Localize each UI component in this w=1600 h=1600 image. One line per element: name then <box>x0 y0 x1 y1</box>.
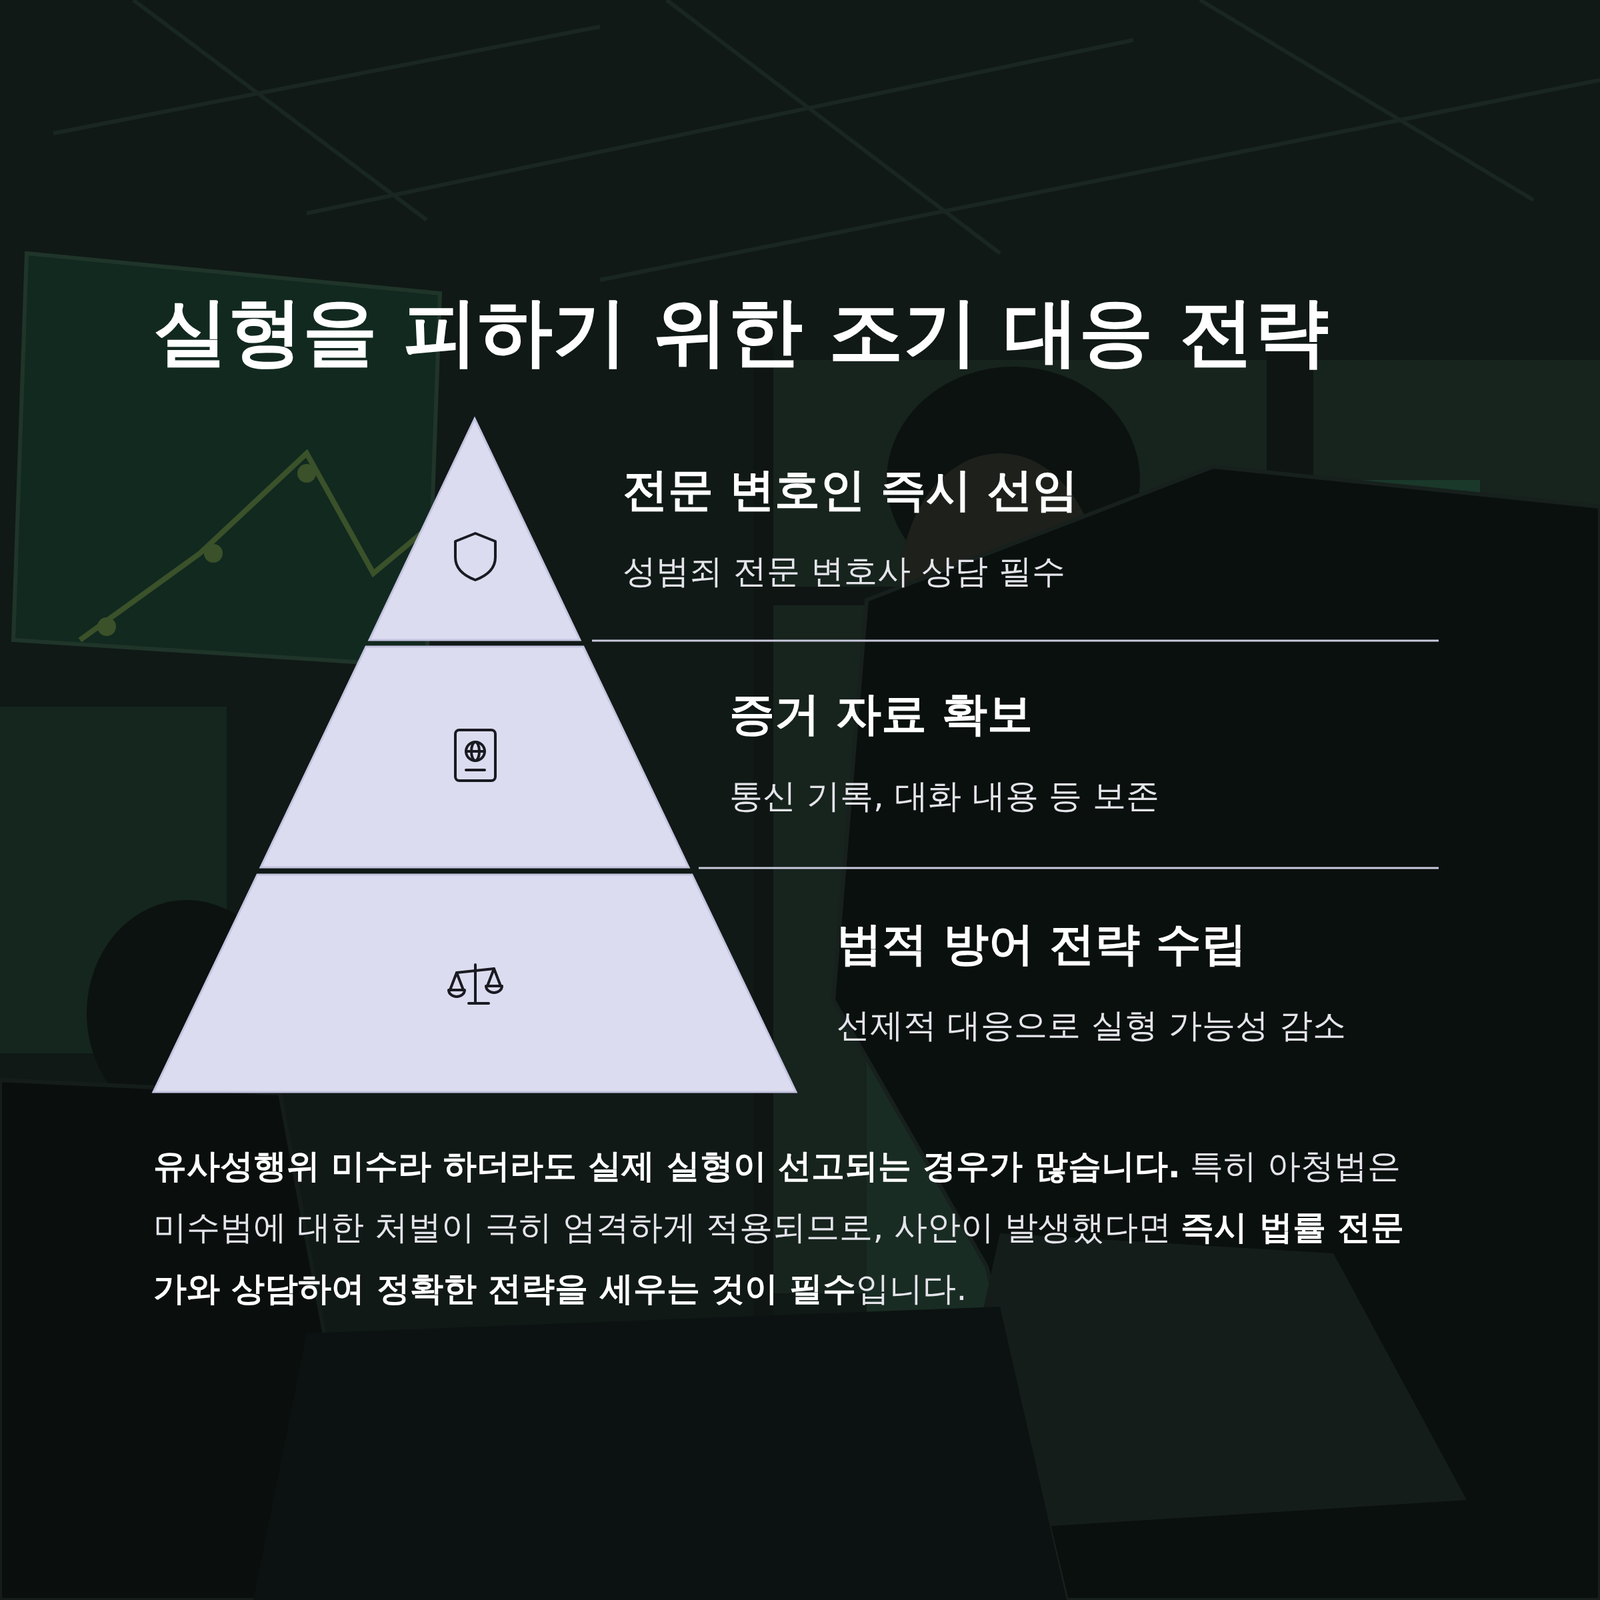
title: 실형을 피하기 위한 조기 대응 전략 <box>153 286 1329 376</box>
paragraph-text: 입니다. <box>856 1269 967 1308</box>
pyramid-tier: 전문 변호인 즉시 선임성범죄 전문 변호사 상담 필수 <box>369 418 1447 640</box>
emphasis-text: 유사성행위 미수라 하더라도 실제 실형이 선고되는 경우가 많습니다. <box>153 1146 1181 1186</box>
body-paragraph: 유사성행위 미수라 하더라도 실제 실형이 선고되는 경우가 많습니다.특히 아… <box>153 1135 1434 1320</box>
passport-outline <box>455 730 496 781</box>
tier-heading: 법적 방어 전략 수립 <box>836 916 1247 972</box>
passport-globe-meridian <box>471 742 480 761</box>
tier-shape <box>153 874 799 1094</box>
separator-lines <box>592 640 1439 868</box>
pyramid-tier: 증거 자료 확보통신 기록, 대화 내용 등 보존 <box>260 646 1447 868</box>
tier-polygon <box>153 874 796 1092</box>
passport-globe <box>466 742 485 761</box>
separator-lines <box>698 867 1439 870</box>
scale-icon <box>448 964 502 1004</box>
tier-heading: 전문 변호인 즉시 선임 <box>622 462 1078 518</box>
tier-heading: 증거 자료 확보 <box>729 686 1033 742</box>
passport-globe-line <box>466 750 485 753</box>
tier-description: 선제적 대응으로 실형 가능성 감소 <box>836 1005 1346 1046</box>
pyramid-tier: 법적 방어 전략 수립선제적 대응으로 실형 가능성 감소 <box>153 874 1447 1092</box>
shield-outline <box>455 533 496 580</box>
separator-lines <box>592 640 1439 642</box>
tier-description: 성범죄 전문 변호사 상담 필수 <box>622 551 1066 592</box>
tier-polygon <box>260 646 689 868</box>
tier-shape <box>369 418 583 642</box>
scale-pan-left <box>448 972 465 997</box>
tier-shape <box>260 646 692 869</box>
scale-pan-right <box>486 968 502 993</box>
shield-icon <box>455 533 496 580</box>
scale-beam <box>456 968 494 973</box>
passport-line <box>466 768 485 772</box>
tier-description: 통신 기록, 대화 내용 등 보존 <box>729 776 1160 816</box>
scale-base <box>468 1002 489 1005</box>
passport-icon <box>455 730 496 781</box>
tier-polygon <box>369 418 580 640</box>
